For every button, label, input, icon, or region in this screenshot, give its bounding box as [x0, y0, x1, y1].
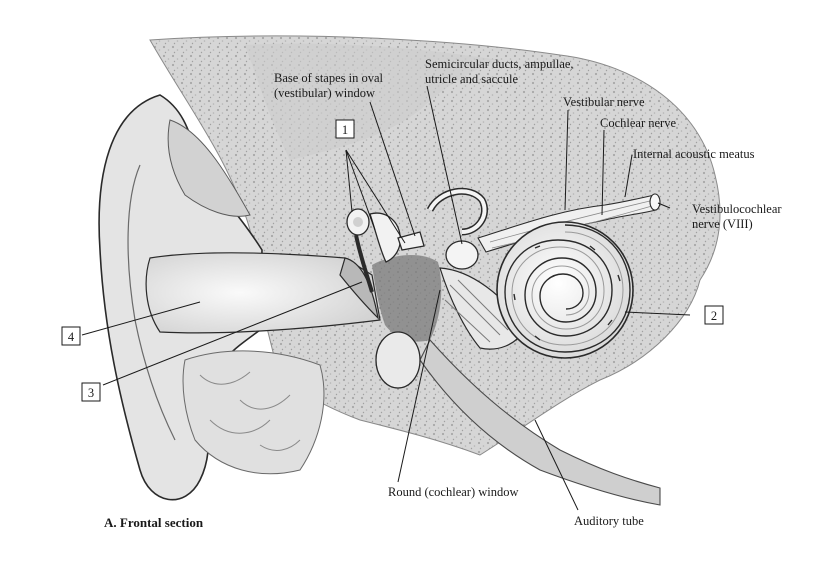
label-internal-acoustic-meatus: Internal acoustic meatus — [633, 147, 755, 161]
cochlea — [496, 221, 634, 359]
leader-lines — [81, 85, 691, 511]
malleus-handle — [354, 234, 374, 293]
stapes — [397, 231, 425, 251]
vestibule — [445, 240, 479, 270]
lower-cartilage-lobules — [199, 371, 301, 451]
numbered-box-2: 2 — [704, 305, 724, 325]
label-semicircular-line2: utricle and saccule — [425, 72, 518, 86]
tympanic-membrane — [339, 257, 379, 320]
figure-caption: A. Frontal section — [104, 515, 204, 530]
label-base-of-stapes-line2: (vestibular) window — [274, 86, 375, 100]
numbered-box-3-text: 3 — [88, 386, 94, 400]
carotid-canal — [375, 331, 421, 389]
numbered-box-1-text: 1 — [342, 123, 348, 137]
dense-bone-layer — [245, 43, 500, 160]
basal-turn-stripes — [444, 279, 509, 343]
numbered-box-1: 1 — [335, 119, 355, 139]
concha-cartilage — [167, 119, 251, 217]
numbered-box-4-text: 4 — [68, 330, 75, 344]
numbered-box-3: 3 — [81, 382, 101, 402]
label-semicircular-line1: Semicircular ducts, ampullae, — [425, 57, 574, 71]
incus — [369, 212, 401, 263]
label-vestibular-nerve: Vestibular nerve — [563, 95, 645, 109]
label-base-of-stapes-line1: Base of stapes in oval — [274, 71, 384, 85]
numbered-box-2-text: 2 — [711, 309, 717, 323]
numbered-box-4: 4 — [61, 326, 81, 346]
label-round-window: Round (cochlear) window — [388, 485, 519, 499]
auditory-tube-canal — [419, 339, 661, 506]
ossicles — [346, 208, 425, 293]
nerve-stump — [649, 193, 661, 211]
external-acoustic-meatus — [145, 252, 381, 334]
lower-cartilage — [182, 350, 325, 475]
label-cochlear-nerve: Cochlear nerve — [600, 116, 676, 130]
malleus-inner — [353, 217, 363, 227]
semicircular-canal-lumen — [428, 189, 487, 234]
middle-ear-cavity — [372, 254, 442, 342]
label-auditory-tube: Auditory tube — [574, 514, 644, 528]
label-vestibulocochlear-line1: Vestibulocochlear — [692, 202, 782, 216]
label-vestibulocochlear-line2: nerve (VIII) — [692, 217, 753, 231]
